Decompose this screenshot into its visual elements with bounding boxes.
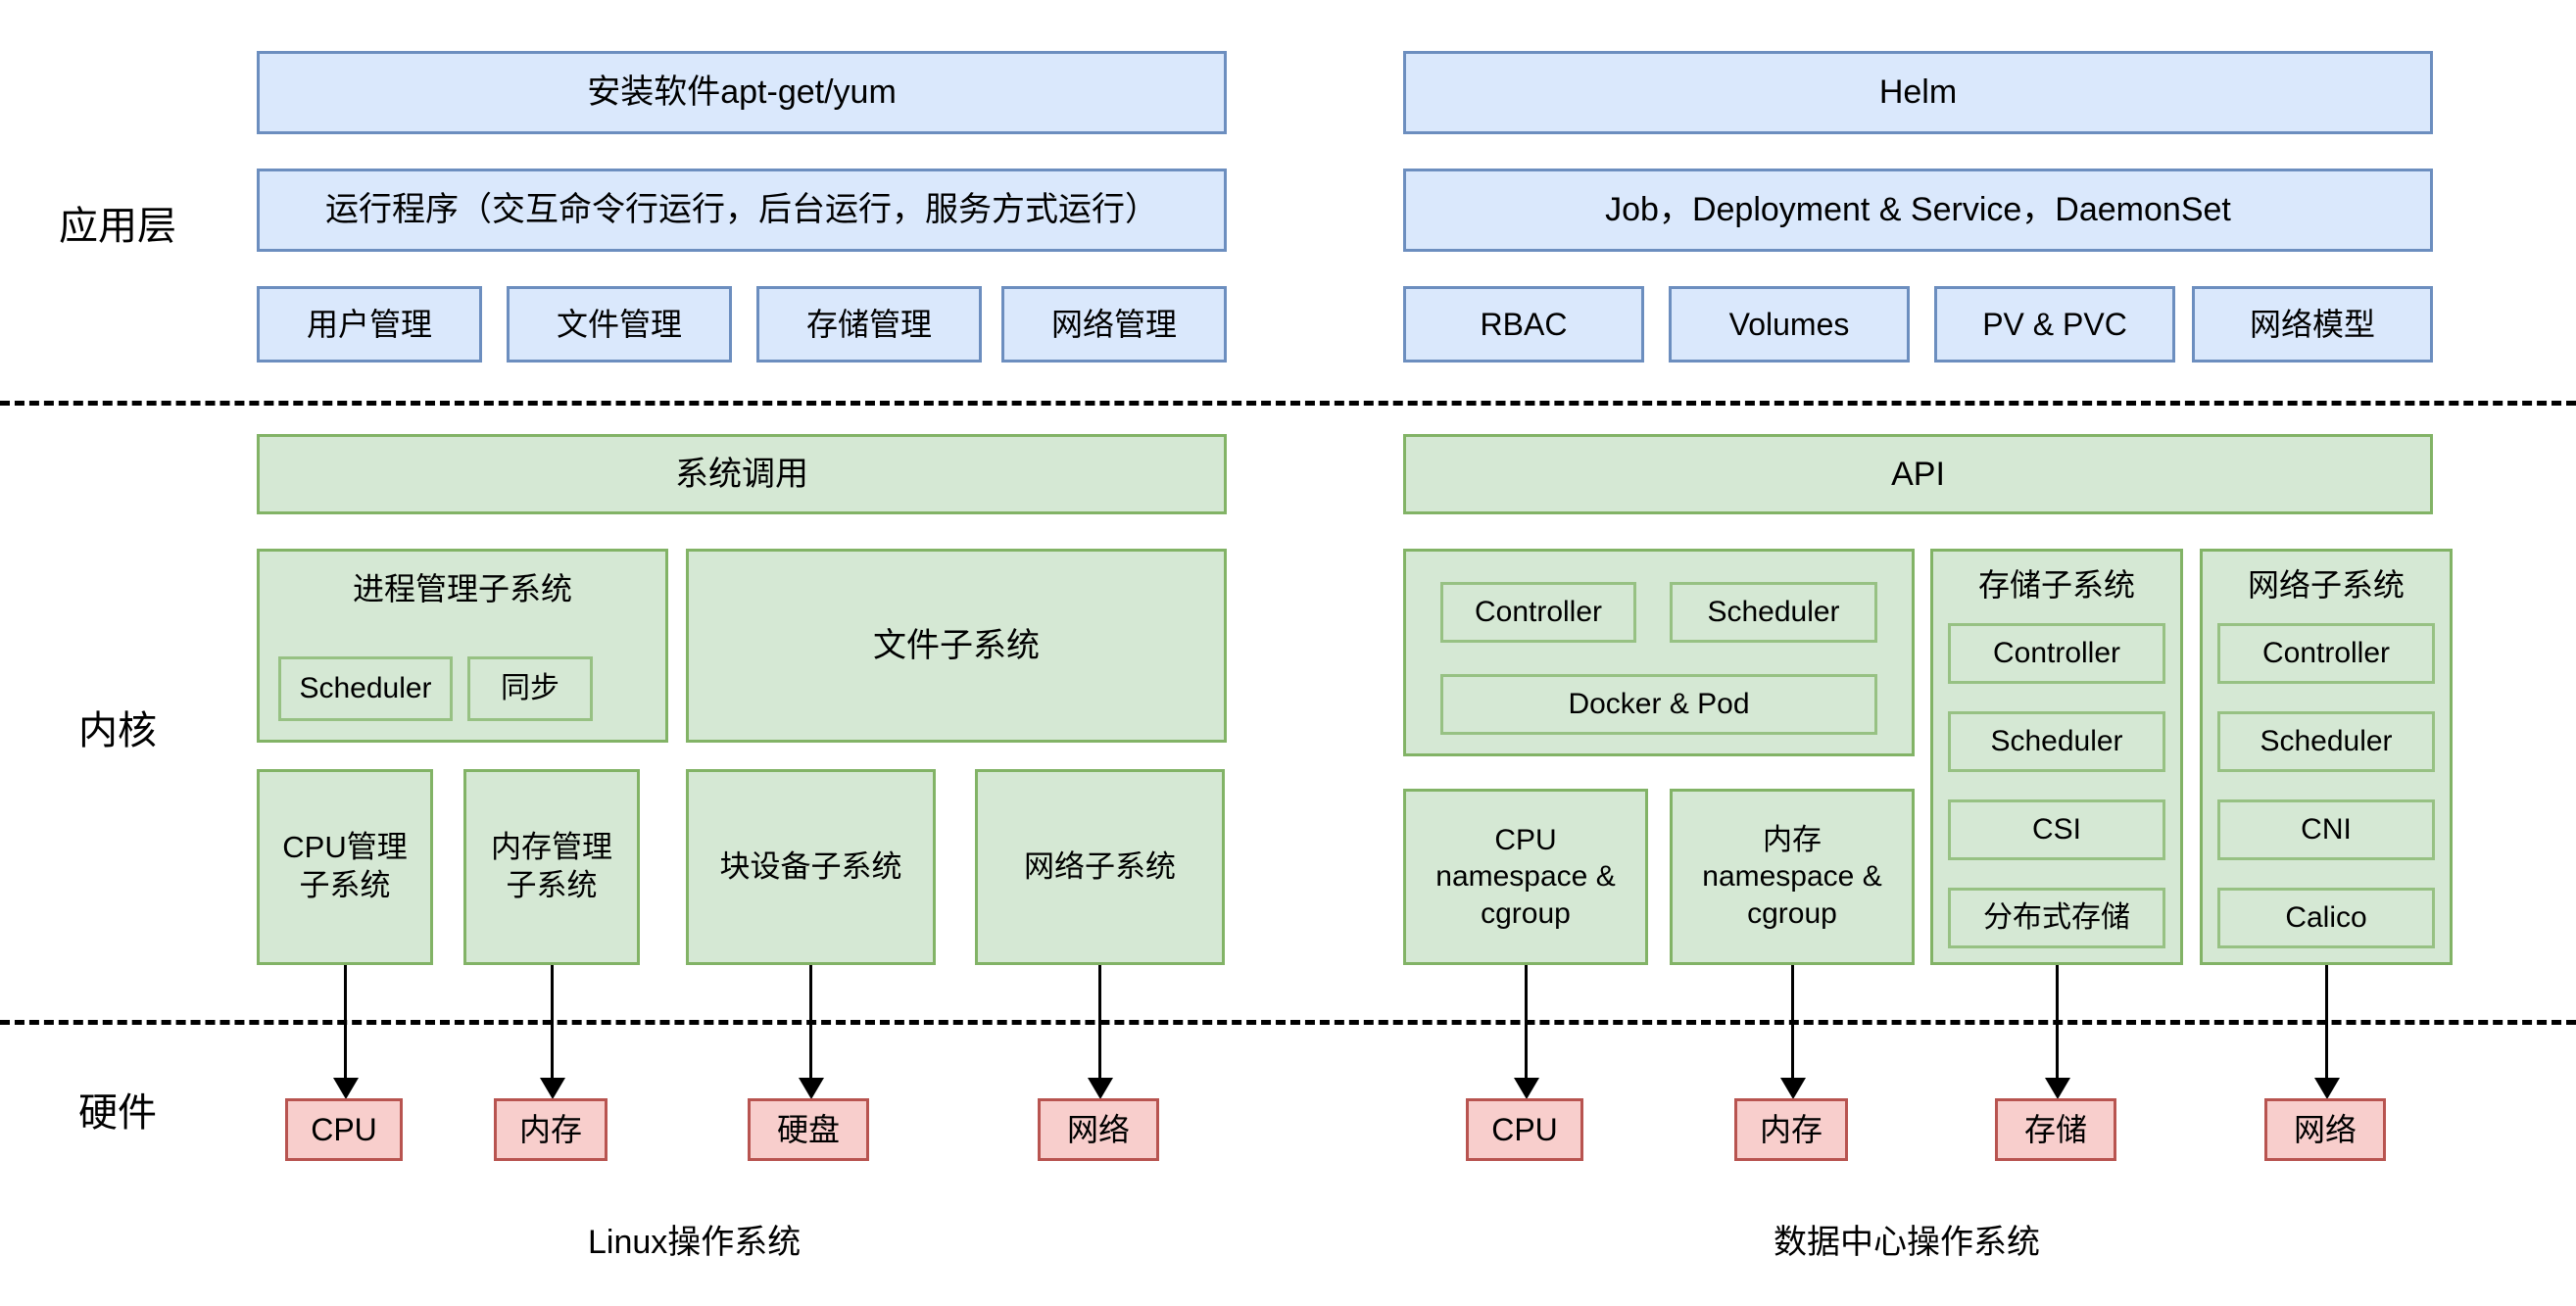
right-app-chip-1[interactable]: Volumes [1669, 286, 1910, 363]
left-hardware-0[interactable]: CPU [285, 1098, 403, 1161]
right-kernel-bottom-1[interactable]: 内存 namespace & cgroup [1670, 789, 1915, 965]
right-kernel-network-child-1[interactable]: Scheduler [2217, 711, 2435, 772]
layer-label-hardware: 硬件 [78, 1091, 157, 1135]
right-hardware-3[interactable]: 网络 [2264, 1098, 2386, 1161]
left-app-chip-1[interactable]: 文件管理 [507, 286, 732, 363]
left-kernel-process-child-0[interactable]: Scheduler [278, 656, 453, 721]
right-app-chip-3[interactable]: 网络模型 [2192, 286, 2433, 363]
left-kernel-bottom-3[interactable]: 网络子系统 [975, 769, 1225, 965]
left-hardware-1[interactable]: 内存 [494, 1098, 608, 1161]
right-hardware-1[interactable]: 内存 [1734, 1098, 1848, 1161]
right-kernel-storage-subsystem-title: 存储子系统 [1977, 567, 2135, 603]
right-kernel-network-child-2[interactable]: CNI [2217, 799, 2435, 860]
left-app-run-box[interactable]: 运行程序（交互命令行运行，后台运行，服务方式运行） [257, 169, 1227, 252]
left-kernel-process-subsystem-title: 进程管理子系统 [352, 571, 572, 606]
right-arrowhead-3 [2314, 1078, 2340, 1099]
left-app-install-box[interactable]: 安装软件apt-get/yum [257, 51, 1227, 134]
left-hardware-3[interactable]: 网络 [1038, 1098, 1159, 1161]
left-arrowhead-3 [1088, 1078, 1113, 1099]
right-app-helm-box[interactable]: Helm [1403, 51, 2433, 134]
left-arrowhead-2 [799, 1078, 824, 1099]
right-kernel-api-box[interactable]: API [1403, 434, 2433, 514]
right-kernel-core-child-1[interactable]: Scheduler [1670, 582, 1877, 643]
right-hardware-2[interactable]: 存储 [1995, 1098, 2116, 1161]
right-arrowhead-2 [2045, 1078, 2070, 1099]
right-kernel-network-child-0[interactable]: Controller [2217, 623, 2435, 684]
right-app-chip-0[interactable]: RBAC [1403, 286, 1644, 363]
right-kernel-core-child-docker[interactable]: Docker & Pod [1440, 674, 1877, 735]
right-connector-3 [2325, 965, 2328, 1086]
left-kernel-bottom-2[interactable]: 块设备子系统 [686, 769, 936, 965]
left-arrowhead-1 [540, 1078, 565, 1099]
right-arrowhead-0 [1514, 1078, 1539, 1099]
left-app-chip-3[interactable]: 网络管理 [1001, 286, 1227, 363]
left-kernel-bottom-1[interactable]: 内存管理 子系统 [463, 769, 640, 965]
left-connector-2 [809, 965, 812, 1086]
left-kernel-file-subsystem[interactable]: 文件子系统 [686, 549, 1227, 743]
right-connector-2 [2056, 965, 2059, 1086]
left-caption: Linux操作系统 [588, 1224, 802, 1261]
divider-kernel-hardware [0, 1020, 2576, 1025]
right-caption: 数据中心操作系统 [1774, 1224, 2040, 1261]
divider-application-kernel [0, 401, 2576, 406]
right-kernel-storage-child-1[interactable]: Scheduler [1948, 711, 2165, 772]
left-connector-1 [551, 965, 554, 1086]
right-kernel-network-child-3[interactable]: Calico [2217, 888, 2435, 948]
layer-label-application: 应用层 [59, 205, 176, 248]
left-app-chip-0[interactable]: 用户管理 [257, 286, 482, 363]
right-app-workloads-box[interactable]: Job，Deployment & Service，DaemonSet [1403, 169, 2433, 252]
layer-label-kernel: 内核 [78, 709, 157, 752]
right-kernel-core-child-0[interactable]: Controller [1440, 582, 1636, 643]
right-arrowhead-1 [1780, 1078, 1806, 1099]
right-kernel-network-subsystem-title: 网络子系统 [2247, 567, 2405, 603]
left-kernel-syscall-box[interactable]: 系统调用 [257, 434, 1227, 514]
right-hardware-0[interactable]: CPU [1466, 1098, 1583, 1161]
right-kernel-storage-child-0[interactable]: Controller [1948, 623, 2165, 684]
right-kernel-storage-child-2[interactable]: CSI [1948, 799, 2165, 860]
left-kernel-bottom-0[interactable]: CPU管理 子系统 [257, 769, 433, 965]
right-connector-0 [1525, 965, 1528, 1086]
right-app-chip-2[interactable]: PV & PVC [1934, 286, 2175, 363]
left-kernel-process-child-1[interactable]: 同步 [467, 656, 593, 721]
right-kernel-storage-child-3[interactable]: 分布式存储 [1948, 888, 2165, 948]
right-kernel-bottom-0[interactable]: CPU namespace & cgroup [1403, 789, 1648, 965]
left-app-chip-2[interactable]: 存储管理 [756, 286, 982, 363]
right-connector-1 [1791, 965, 1794, 1086]
left-arrowhead-0 [333, 1078, 359, 1099]
left-connector-3 [1098, 965, 1101, 1086]
left-connector-0 [344, 965, 347, 1086]
left-hardware-2[interactable]: 硬盘 [748, 1098, 869, 1161]
